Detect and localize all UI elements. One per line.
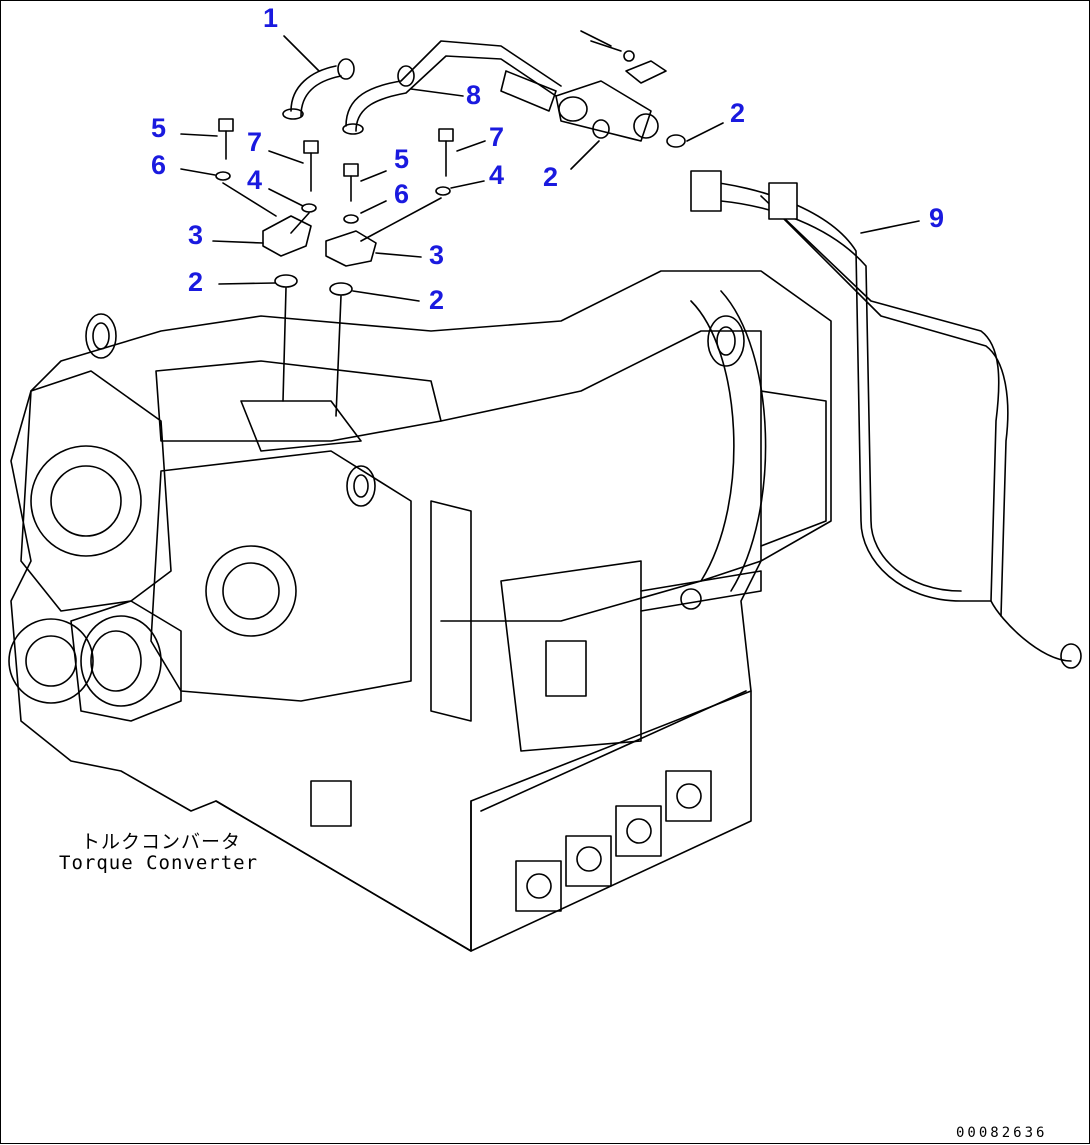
callout-5-right: 5 xyxy=(394,144,409,174)
callout-2-mid: 2 xyxy=(543,162,558,192)
callout-7-right: 7 xyxy=(489,122,504,152)
callout-9: 9 xyxy=(929,203,944,233)
transmission-housing xyxy=(8,270,832,952)
callouts: 1 8 5 7 6 4 5 6 7 4 3 3 2 2 2 2 9 xyxy=(151,3,944,315)
document-id: 00082636 xyxy=(956,1125,1048,1141)
small-parts xyxy=(215,118,686,417)
leader-lines xyxy=(180,35,920,302)
callout-6-left: 6 xyxy=(151,150,166,180)
callout-3-right: 3 xyxy=(429,240,444,270)
callout-2-center: 2 xyxy=(429,285,444,315)
caption-japanese: トルクコンバータ xyxy=(81,831,242,853)
callout-4-right: 4 xyxy=(489,160,504,190)
callout-8: 8 xyxy=(466,80,481,110)
callout-2-left: 2 xyxy=(188,267,203,297)
callout-7-left: 7 xyxy=(247,127,262,157)
callout-4-left: 4 xyxy=(247,165,262,195)
callout-1: 1 xyxy=(263,3,278,33)
callout-2-right: 2 xyxy=(730,98,745,128)
caption-english: Torque Converter xyxy=(59,852,259,874)
callout-3-left: 3 xyxy=(188,220,203,250)
callout-5-left: 5 xyxy=(151,113,166,143)
pipe-8-and-fittings xyxy=(282,30,667,142)
callout-6-right: 6 xyxy=(394,179,409,209)
pipe-9 xyxy=(690,170,1082,669)
